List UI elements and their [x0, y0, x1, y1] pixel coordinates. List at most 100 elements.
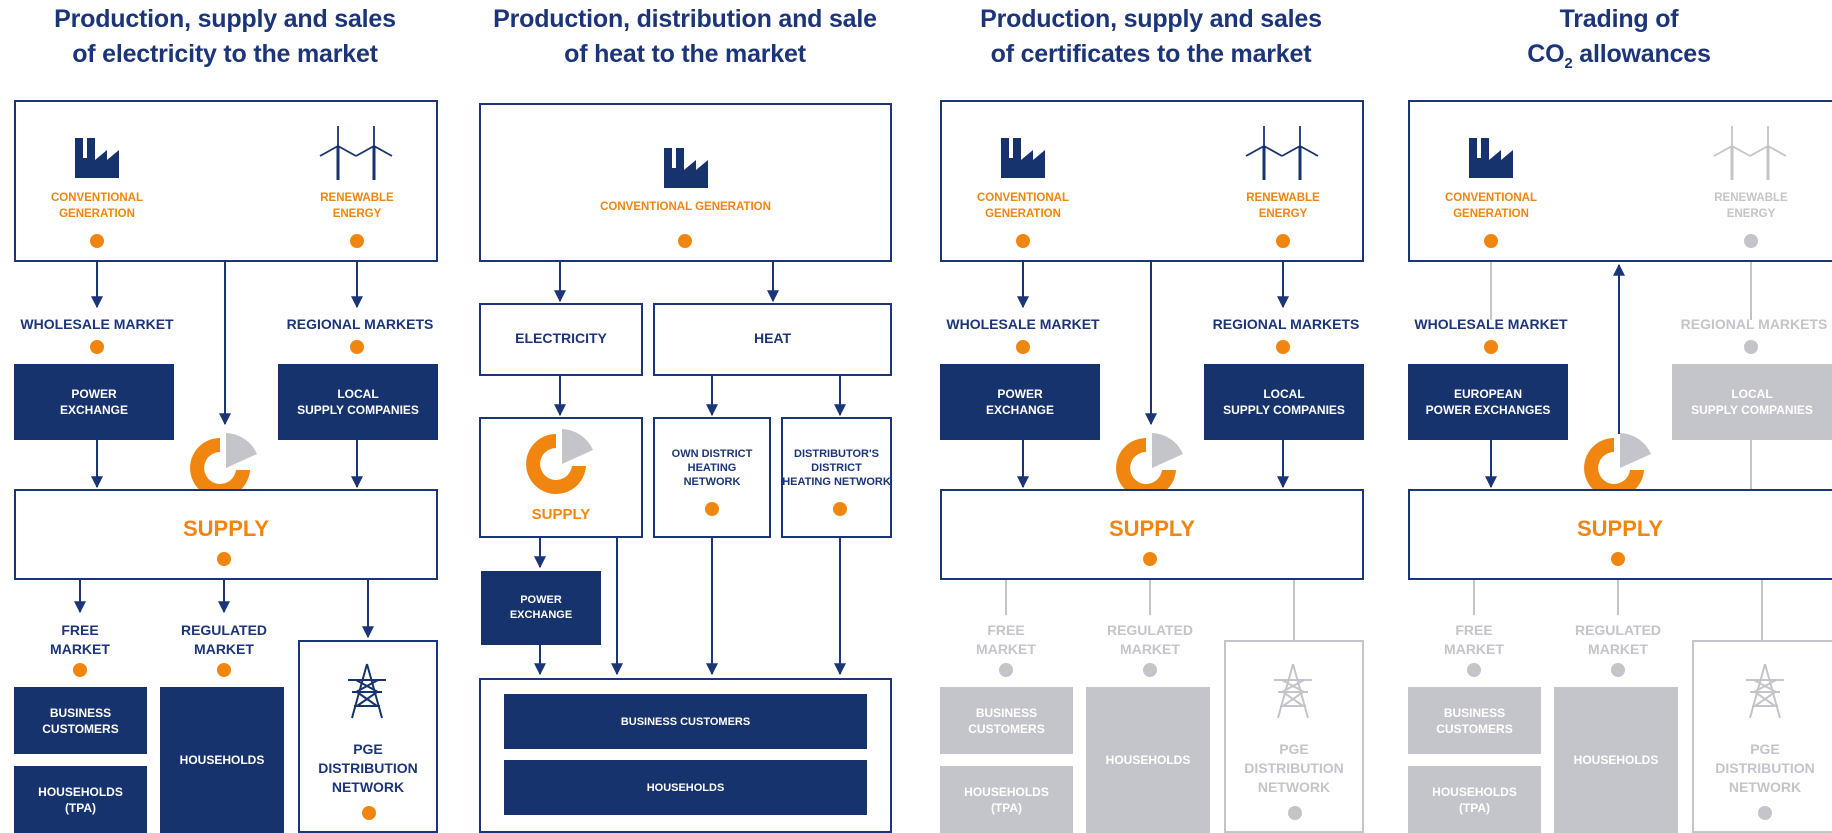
- distribution-label: PGE DISTRIBUTION NETWORK: [1715, 741, 1815, 795]
- regulated-market-dot: [1611, 663, 1625, 677]
- distribution-dot: [1758, 806, 1772, 820]
- electricity-label: ELECTRICITY: [515, 330, 607, 346]
- regulated-market-label: REGULATED MARKET: [1106, 622, 1194, 657]
- regional-markets-label: REGIONAL MARKETS: [1680, 316, 1828, 332]
- business-customers-box: BUSINESS CUSTOMERS: [1408, 687, 1541, 754]
- supply-chart-icon: [1116, 433, 1183, 498]
- wholesale-market-label: WHOLESALE MARKET: [1414, 316, 1568, 332]
- households-tpa-box: HOUSEHOLDS (TPA): [1408, 766, 1541, 833]
- panel-title: Production, supply and sales of electric…: [0, 2, 450, 72]
- generation-box: [14, 100, 438, 262]
- conventional-dot: [90, 234, 104, 248]
- conventional-label: CONVENTIONAL GENERATION: [51, 192, 143, 220]
- local-supply-box: LOCAL SUPPLY COMPANIES: [278, 364, 438, 440]
- electricity-box: [479, 303, 643, 376]
- flow-arrows: [534, 262, 846, 676]
- power-pylon-icon: [1746, 663, 1784, 719]
- wholesale-market-label: WHOLESALE MARKET: [20, 316, 174, 332]
- households-box: HOUSEHOLDS: [160, 687, 284, 833]
- free-market-dot: [1467, 663, 1481, 677]
- title-line-1: Production, supply and sales: [54, 5, 396, 33]
- free-market-dot: [73, 663, 87, 677]
- title-line-2: of certificates to the market: [990, 40, 1312, 68]
- wholesale-dot: [1484, 340, 1498, 354]
- factory-icon: [1001, 138, 1045, 178]
- wholesale-dot: [1016, 340, 1030, 354]
- regulated-market-dot: [217, 663, 231, 677]
- renewable-dot: [350, 234, 364, 248]
- factory-icon: [75, 138, 119, 178]
- heat-label: HEAT: [753, 330, 792, 346]
- own-network-label: OWN DISTRICT HEATING NETWORK: [671, 448, 753, 488]
- distribution-box: [298, 640, 438, 833]
- local-supply-box: LOCAL SUPPLY COMPANIES: [1672, 364, 1832, 440]
- regulated-market-dot: [1143, 663, 1157, 677]
- panel-electricity: Production, supply and sales of electric…: [0, 0, 450, 833]
- regional-dot: [1276, 340, 1290, 354]
- distributor-network-box: [781, 417, 892, 538]
- households-box: HOUSEHOLDS: [1086, 687, 1210, 833]
- free-market-label: FREE MARKET: [976, 622, 1036, 657]
- supply-box: [479, 417, 643, 538]
- own-network-dot: [705, 502, 719, 516]
- title-line-2: CO2 allowances: [1527, 40, 1711, 72]
- title-line-1: Production, supply and sales: [980, 5, 1322, 33]
- supply-box: [1408, 489, 1832, 580]
- renewable-label: RENEWABLE ENERGY: [320, 192, 394, 220]
- households-tpa-box: HOUSEHOLDS (TPA): [940, 766, 1073, 833]
- renewable-label: RENEWABLE ENERGY: [1714, 192, 1788, 220]
- conventional-dot: [1484, 234, 1498, 248]
- power-exchange-box: EUROPEAN POWER EXCHANGES: [1408, 364, 1568, 440]
- distribution-dot: [362, 806, 376, 820]
- supply-label: SUPPLY: [1576, 516, 1663, 541]
- distributor-network-dot: [833, 502, 847, 516]
- supply-chart-icon: [526, 429, 593, 494]
- wholesale-market-label: WHOLESALE MARKET: [946, 316, 1100, 332]
- heat-box: [653, 303, 892, 376]
- households-box: HOUSEHOLDS: [1554, 687, 1678, 833]
- free-market-label: FREE MARKET: [50, 622, 110, 657]
- flow-arrows: [74, 262, 374, 639]
- distributor-network-label: DISTRIBUTOR'S DISTRICT HEATING NETWORK: [782, 448, 891, 488]
- regulated-market-label: REGULATED MARKET: [1574, 622, 1662, 657]
- regional-dot: [1744, 340, 1758, 354]
- title-line-1: Production, distribution and sale: [493, 5, 877, 33]
- renewable-dot: [1276, 234, 1290, 248]
- free-market-label: FREE MARKET: [1444, 622, 1504, 657]
- supply-dot: [1611, 552, 1625, 566]
- flow-arrows: [1005, 262, 1295, 640]
- supply-label: SUPPLY: [531, 506, 591, 523]
- factory-icon: [1469, 138, 1513, 178]
- regional-markets-label: REGIONAL MARKETS: [1212, 316, 1360, 332]
- households-tpa-box: HOUSEHOLDS (TPA): [14, 766, 147, 833]
- panel-title: Trading of CO2 allowances: [1394, 2, 1832, 81]
- power-pylon-icon: [348, 663, 386, 719]
- conventional-label: CONVENTIONAL GENERATION: [977, 192, 1069, 220]
- regional-dot: [350, 340, 364, 354]
- factory-icon: [664, 148, 708, 188]
- conventional-dot: [1016, 234, 1030, 248]
- supply-dot: [1143, 552, 1157, 566]
- panel-heat: Production, distribution and sale of hea…: [460, 0, 910, 833]
- distribution-label: PGE DISTRIBUTION NETWORK: [318, 741, 418, 795]
- renewable-dot: [1744, 234, 1758, 248]
- title-line-2: of heat to the market: [564, 40, 806, 68]
- wind-turbine-icon: [1713, 126, 1787, 180]
- power-exchange-box: POWER EXCHANGE: [940, 364, 1100, 440]
- business-customers-box: BUSINESS CUSTOMERS: [504, 694, 867, 749]
- free-market-dot: [999, 663, 1013, 677]
- generation-box: [940, 100, 1364, 262]
- supply-chart-icon: [1584, 433, 1651, 498]
- renewable-label: RENEWABLE ENERGY: [1246, 192, 1320, 220]
- panel-co2: Trading of CO2 allowances CONVENTIONAL G…: [1394, 0, 1832, 833]
- wind-turbine-icon: [319, 126, 393, 180]
- flow-arrows: [1473, 262, 1763, 640]
- conventional-label: CONVENTIONAL GENERATION: [600, 201, 771, 213]
- regulated-market-label: REGULATED MARKET: [180, 622, 268, 657]
- own-network-box: [653, 417, 771, 538]
- business-customers-box: BUSINESS CUSTOMERS: [14, 687, 147, 754]
- wholesale-dot: [90, 340, 104, 354]
- distribution-dot: [1288, 806, 1302, 820]
- business-customers-box: BUSINESS CUSTOMERS: [940, 687, 1073, 754]
- title-line-1: Trading of: [1559, 5, 1679, 33]
